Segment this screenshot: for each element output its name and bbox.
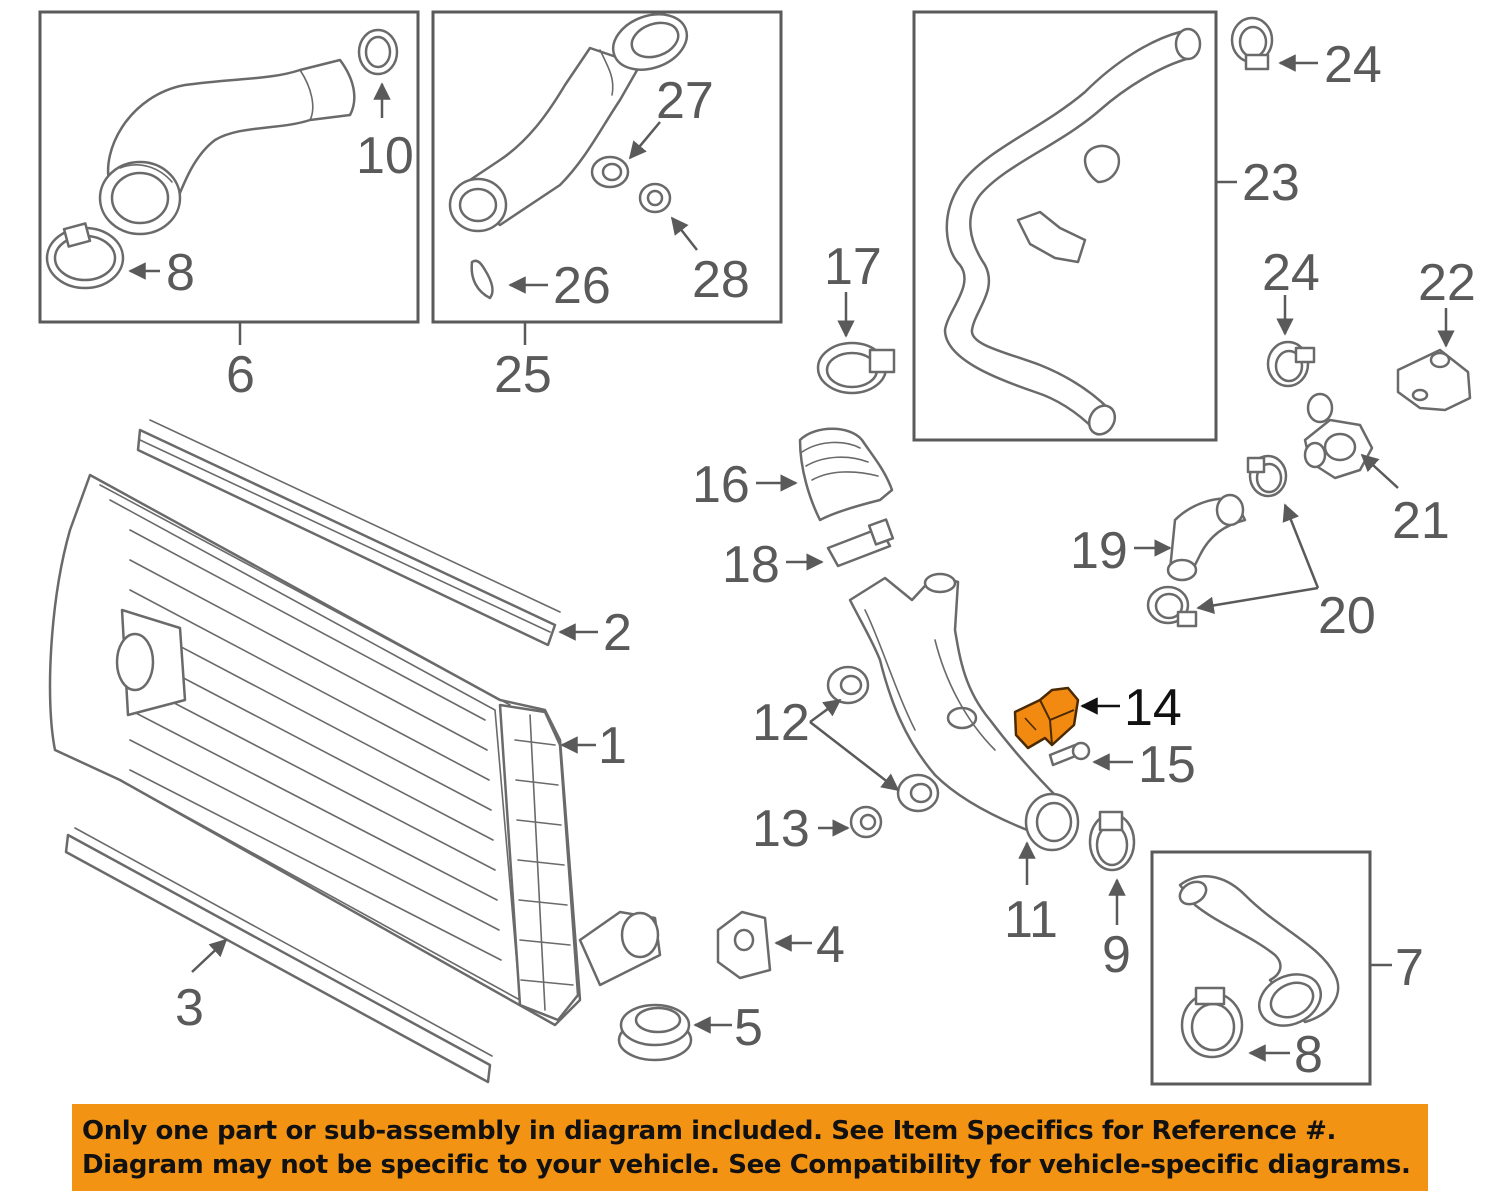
part-12-grommet-a xyxy=(826,665,870,705)
part-16-boot xyxy=(798,427,894,522)
part-18-sensor xyxy=(826,518,895,568)
part-24-clamp-b xyxy=(1266,340,1316,388)
callout-2: 2 xyxy=(603,604,632,662)
part-25-air-pipe xyxy=(448,13,689,233)
callout-23: 23 xyxy=(1242,154,1300,212)
part-28-grommet xyxy=(638,182,672,214)
part-19-hose xyxy=(1166,493,1247,582)
disclaimer-line-2: Diagram may not be specific to your vehi… xyxy=(82,1149,1411,1180)
part-8-clamp-a xyxy=(45,222,125,290)
part-13-grommet xyxy=(849,805,883,839)
part-10-o-ring xyxy=(357,28,399,76)
part-11-pipe xyxy=(848,572,1080,852)
part-21-flange xyxy=(1303,392,1374,480)
callout-18: 18 xyxy=(722,536,780,594)
part-3-bottom-seal xyxy=(64,827,493,1084)
part-5-plug xyxy=(617,1003,693,1062)
callout-8a: 8 xyxy=(166,244,195,302)
part-23-hose-clip-b xyxy=(1016,210,1087,264)
callout-19: 19 xyxy=(1070,522,1128,580)
part-4-mount xyxy=(716,910,772,980)
part-6-charge-pipe xyxy=(98,58,356,236)
callout-24b: 24 xyxy=(1262,244,1320,302)
part-20-clamp-b xyxy=(1146,585,1198,628)
callout-11: 11 xyxy=(1004,891,1058,949)
callout-10: 10 xyxy=(356,127,414,185)
callout-4: 4 xyxy=(816,916,845,974)
part-12-grommet-b xyxy=(896,773,940,813)
inset-box-23 xyxy=(912,10,1218,442)
part-27-grommet xyxy=(590,155,630,189)
part-24-clamp-a xyxy=(1230,16,1274,71)
callout-7: 7 xyxy=(1395,939,1424,997)
part-15-bolt xyxy=(1048,741,1091,767)
part-8-clamp-b xyxy=(1180,986,1244,1059)
callout-5: 5 xyxy=(734,999,763,1057)
callout-12: 12 xyxy=(752,694,810,752)
disclaimer-line-1: Only one part or sub-assembly in diagram… xyxy=(82,1115,1336,1146)
callout-3: 3 xyxy=(175,979,204,1037)
part-7-hose xyxy=(1178,875,1340,1027)
callout-1: 1 xyxy=(598,717,627,775)
callout-16: 16 xyxy=(692,456,750,514)
inset-box-25 xyxy=(431,10,783,324)
callout-25: 25 xyxy=(494,346,552,404)
callout-6: 6 xyxy=(226,346,255,404)
inset-box-7 xyxy=(1150,850,1372,1086)
inset-box-6 xyxy=(38,10,420,324)
callout-24a: 24 xyxy=(1324,36,1382,94)
disclaimer-banner: Only one part or sub-assembly in diagram… xyxy=(72,1104,1428,1191)
part-20-clamp-a xyxy=(1246,454,1288,498)
callout-13: 13 xyxy=(752,800,810,858)
callout-26: 26 xyxy=(553,257,611,315)
part-9-clamp xyxy=(1088,810,1136,872)
part-23-hose-clip-a xyxy=(1083,144,1121,184)
part-17-clamp xyxy=(816,341,896,395)
callout-8b: 8 xyxy=(1294,1026,1323,1084)
part-23-coolant-hose xyxy=(943,27,1202,436)
callout-17: 17 xyxy=(824,238,882,296)
callout-27: 27 xyxy=(656,72,714,130)
callout-20: 20 xyxy=(1318,587,1376,645)
callout-22: 22 xyxy=(1418,254,1476,312)
part-1-intercooler xyxy=(48,473,662,1027)
callout-28: 28 xyxy=(692,251,750,309)
callout-15: 15 xyxy=(1138,736,1196,794)
callout-21: 21 xyxy=(1392,492,1450,550)
callout-14: 14 xyxy=(1124,679,1182,737)
callout-9: 9 xyxy=(1102,926,1131,984)
part-2-top-seal xyxy=(136,419,561,647)
part-26-clip xyxy=(470,259,494,300)
part-22-housing xyxy=(1396,348,1472,412)
part-14-sensor-highlighted xyxy=(1013,686,1080,750)
